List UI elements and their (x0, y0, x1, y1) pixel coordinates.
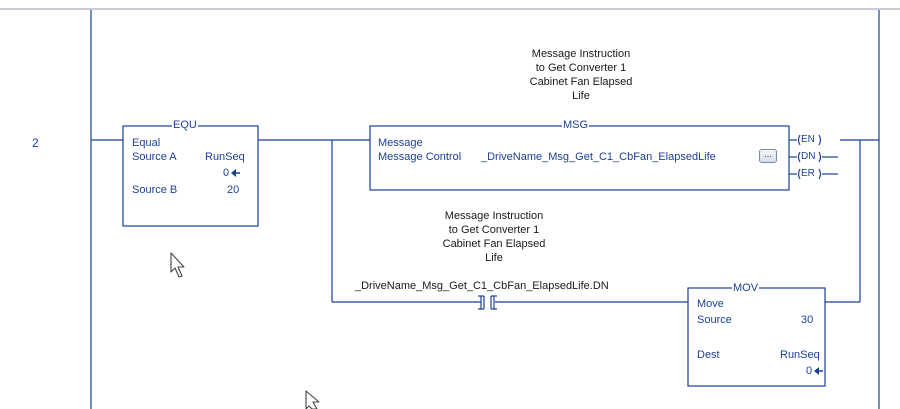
equ-title: EQU (172, 119, 198, 131)
equ-source-a-value: 0 (223, 167, 230, 179)
xic-comment: Message Instruction to Get Converter 1 C… (442, 210, 546, 264)
msg-output-en: EN (801, 134, 815, 145)
arrow-left-icon (814, 367, 823, 375)
mouse-cursor-icon (170, 252, 185, 278)
mov-source-value[interactable]: 30 (801, 314, 814, 326)
mov-name: Move (697, 298, 724, 310)
mov-title: MOV (732, 282, 760, 294)
xic-contact[interactable] (478, 295, 497, 310)
msg-control-label: Message Control (378, 151, 462, 163)
mov-dest-label: Dest (697, 349, 720, 361)
equ-source-b-label: Source B (132, 184, 178, 196)
mouse-cursor-icon (305, 390, 320, 409)
msg-name: Message (378, 137, 423, 149)
mov-dest-tag[interactable]: RunSeq (780, 349, 820, 361)
equ-source-a-tag[interactable]: RunSeq (205, 151, 245, 163)
msg-output-dn: DN (801, 151, 816, 162)
mov-source-label: Source (697, 314, 732, 326)
msg-output-er: ER (801, 168, 815, 179)
msg-comment: Message Instruction to Get Converter 1 C… (529, 48, 633, 102)
rung-number: 2 (32, 136, 39, 150)
msg-control-tag[interactable]: _DriveName_Msg_Get_C1_CbFan_ElapsedLife (481, 151, 716, 163)
msg-configure-button[interactable]: ... (759, 149, 777, 163)
equ-source-a-label: Source A (132, 151, 177, 163)
arrow-left-icon (231, 169, 240, 177)
xic-tag[interactable]: _DriveName_Msg_Get_C1_CbFan_ElapsedLife.… (355, 280, 609, 292)
equ-name: Equal (132, 137, 161, 149)
msg-title: MSG (562, 119, 590, 131)
msg-box[interactable] (369, 125, 790, 191)
equ-source-b-value[interactable]: 20 (227, 184, 240, 196)
mov-dest-value: 0 (806, 365, 813, 377)
